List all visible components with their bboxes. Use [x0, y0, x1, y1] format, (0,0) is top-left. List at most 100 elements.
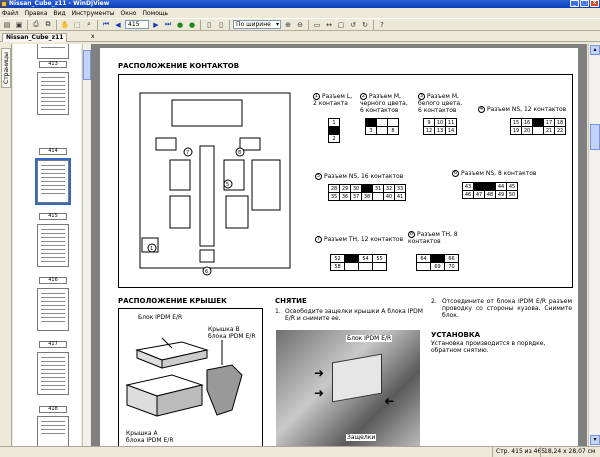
forward-icon[interactable]: ● [188, 20, 196, 29]
window-title: Nissan_Cube_z11 - WinDjView [9, 0, 110, 7]
zoom-out-icon[interactable]: ⊖ [297, 20, 303, 29]
scrollbar-thumb[interactable] [590, 124, 600, 150]
pin-cell: 3 [365, 126, 377, 135]
hand-tool-icon[interactable]: ✋ [60, 20, 70, 29]
scroll-up-icon[interactable]: ▴ [590, 45, 600, 55]
thumbnail-label: 413 [39, 61, 67, 68]
copy-icon[interactable]: ⧉ [45, 20, 51, 28]
maximize-button[interactable]: □ [580, 0, 589, 7]
select-tool-icon[interactable]: ⬚ [73, 20, 81, 29]
menu-tools[interactable]: Инструменты [71, 9, 115, 17]
pages-tab[interactable]: Страницы [1, 48, 11, 88]
thumbnail-label: 416 [39, 277, 67, 284]
step-1-text: Освободите защелки крышки А блока IPDM E… [285, 308, 423, 322]
menu-help[interactable]: Помощь [142, 9, 169, 17]
callout-5: 5 [315, 173, 322, 180]
thumbnail-label: 418 [39, 406, 67, 413]
rotate-right-icon[interactable]: ↻ [362, 20, 368, 29]
two-page-icon[interactable]: ▯ [219, 20, 223, 29]
callout-7: 7 [315, 236, 322, 243]
open-icon[interactable]: ▤ [3, 20, 11, 29]
help-icon[interactable]: ? [380, 20, 384, 29]
callout-1: 1 [313, 93, 320, 100]
status-size: 18,24 x 28,07 см [540, 447, 595, 457]
first-page-button[interactable]: ⏮ [102, 20, 110, 28]
last-page-button[interactable]: ⏭ [164, 20, 172, 28]
zoom-select[interactable]: По ширине [233, 20, 281, 29]
document-view[interactable]: РАСПОЛОЖЕНИЕ КОНТАКТОВ 7 8 1 6 [91, 44, 587, 446]
thumbnail-label: 417 [39, 341, 67, 348]
zoom-tool-icon[interactable]: ⌕ [87, 20, 91, 28]
scrollbar-thumb[interactable] [83, 50, 91, 80]
close-tab-icon[interactable]: x [91, 33, 95, 40]
arrow-icon: ➜ [314, 366, 325, 380]
pin-cell: 2 [328, 134, 340, 143]
rotate-left-icon[interactable]: ↺ [350, 20, 356, 29]
removal-heading: СНЯТИЕ [275, 297, 307, 305]
svg-text:5: 5 [226, 182, 229, 188]
step-2-number: 2. [431, 298, 437, 305]
connector-3-label: Разъем M, белого цвета, 6 контактов [418, 93, 463, 114]
document-tab[interactable]: Nissan_Cube_z11 [2, 33, 68, 42]
page-thumbnail[interactable] [37, 288, 69, 331]
toolbar-separator [308, 19, 309, 30]
actual-size-icon[interactable]: ▢ [337, 20, 345, 29]
thumbnail-scrollbar[interactable] [82, 44, 91, 446]
menu-file[interactable]: Файл [2, 9, 19, 17]
svg-text:7: 7 [186, 150, 189, 156]
menu-edit[interactable]: Правка [24, 9, 48, 17]
fit-page-icon[interactable]: ▭ [313, 20, 321, 29]
pin-cell: 8 [387, 126, 399, 135]
toolbar: ▤ ▣ ⎙ ⧉ ✋ ⬚ ⌕ ⏮ ◀ 415 ▶ ⏭ ● ● ▯ ▯ По шир… [0, 18, 600, 31]
covers-frame [118, 308, 263, 446]
single-page-icon[interactable]: ▯ [207, 20, 211, 29]
scroll-down-icon[interactable]: ▾ [590, 435, 600, 445]
thumbnail-label: 414 [39, 148, 67, 155]
connector-8-label: Разъем TH, 8 контактов [408, 231, 458, 245]
page-thumbnail[interactable] [37, 72, 69, 115]
step-1-number: 1. [275, 308, 281, 315]
page-number-input[interactable]: 415 [125, 20, 149, 29]
sidebar-tabs: Страницы [0, 44, 12, 446]
print-icon[interactable]: ⎙ [33, 20, 39, 28]
close-button[interactable]: x [590, 0, 599, 7]
pin-cell [328, 126, 340, 135]
minimize-button[interactable]: _ [570, 0, 579, 7]
page-thumbnail[interactable] [37, 352, 69, 395]
zoom-in-icon[interactable]: ⊕ [285, 20, 291, 29]
page-thumbnail[interactable] [37, 44, 69, 59]
callout-8: 8 [408, 231, 415, 238]
menu-view[interactable]: Вид [53, 9, 66, 17]
page-thumbnail[interactable] [37, 224, 69, 267]
toolbar-separator [373, 19, 374, 30]
page-thumbnail[interactable] [37, 416, 69, 446]
toolbar-separator [27, 19, 28, 30]
document-scrollbar[interactable]: ▴ ▾ [588, 44, 600, 446]
app-icon [1, 1, 7, 7]
next-page-button[interactable]: ▶ [153, 20, 159, 29]
photo-label-latches: Защелки [346, 434, 377, 441]
prev-page-button[interactable]: ◀ [115, 20, 121, 29]
document-page: РАСПОЛОЖЕНИЕ КОНТАКТОВ 7 8 1 6 [100, 48, 578, 446]
fit-width-icon[interactable]: ↔ [326, 20, 332, 29]
thumbnail-panel[interactable]: 413 414 415 416 417 418 [13, 44, 81, 446]
page-thumbnail-selected[interactable] [35, 158, 71, 205]
callout-2: 2 [360, 93, 367, 100]
document-tab-bar: Nissan_Cube_z11 x [0, 32, 600, 42]
save-icon[interactable]: ▣ [15, 20, 23, 29]
connector-1-label: Разъем L, 2 контакта [313, 93, 353, 107]
back-icon[interactable]: ● [176, 20, 184, 29]
menu-window[interactable]: Окно [120, 9, 137, 17]
fuse-box-diagram: 7 8 1 6 5 [139, 92, 291, 276]
section-heading-pinout: РАСПОЛОЖЕНИЕ КОНТАКТОВ [118, 62, 240, 70]
